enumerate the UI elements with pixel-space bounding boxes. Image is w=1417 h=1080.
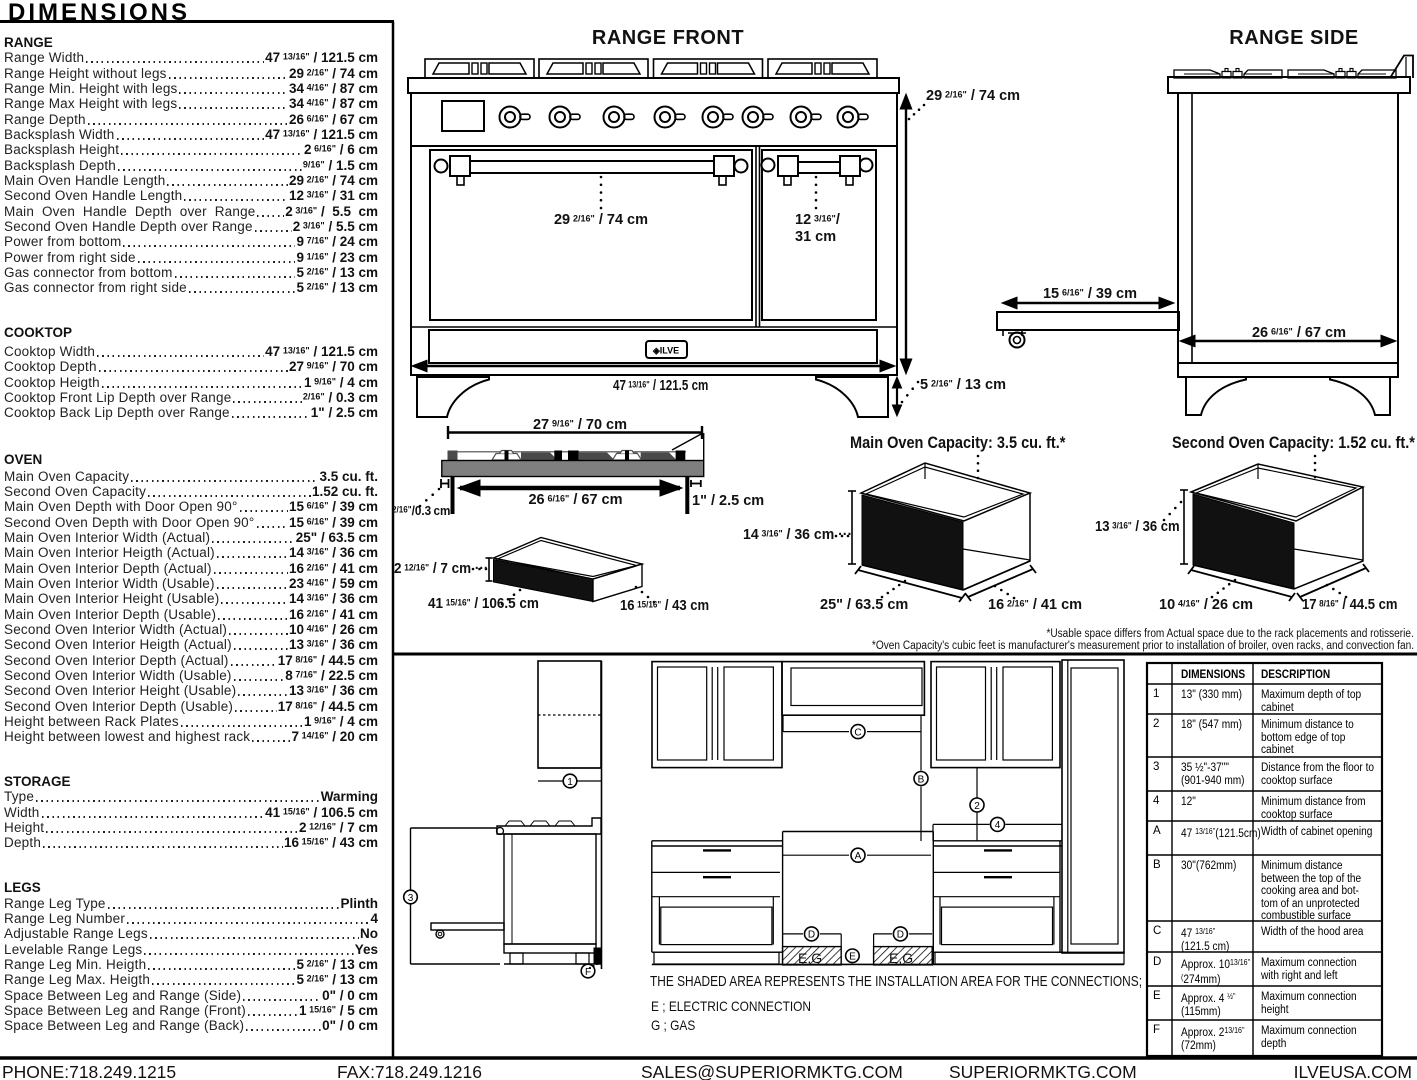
svg-text:D: D: [897, 930, 904, 941]
svg-text:F: F: [585, 967, 591, 978]
svg-text:1: 1: [567, 777, 573, 788]
svg-text:D: D: [808, 930, 815, 941]
svg-text:C: C: [854, 727, 861, 738]
svg-text:A: A: [855, 851, 862, 862]
svg-text:◈ILVE: ◈ILVE: [652, 346, 679, 356]
svg-text:4: 4: [995, 820, 1001, 831]
svg-text:2: 2: [974, 801, 980, 812]
svg-text:B: B: [918, 774, 925, 785]
svg-text:E: E: [849, 952, 856, 963]
svg-text:3: 3: [408, 893, 414, 904]
